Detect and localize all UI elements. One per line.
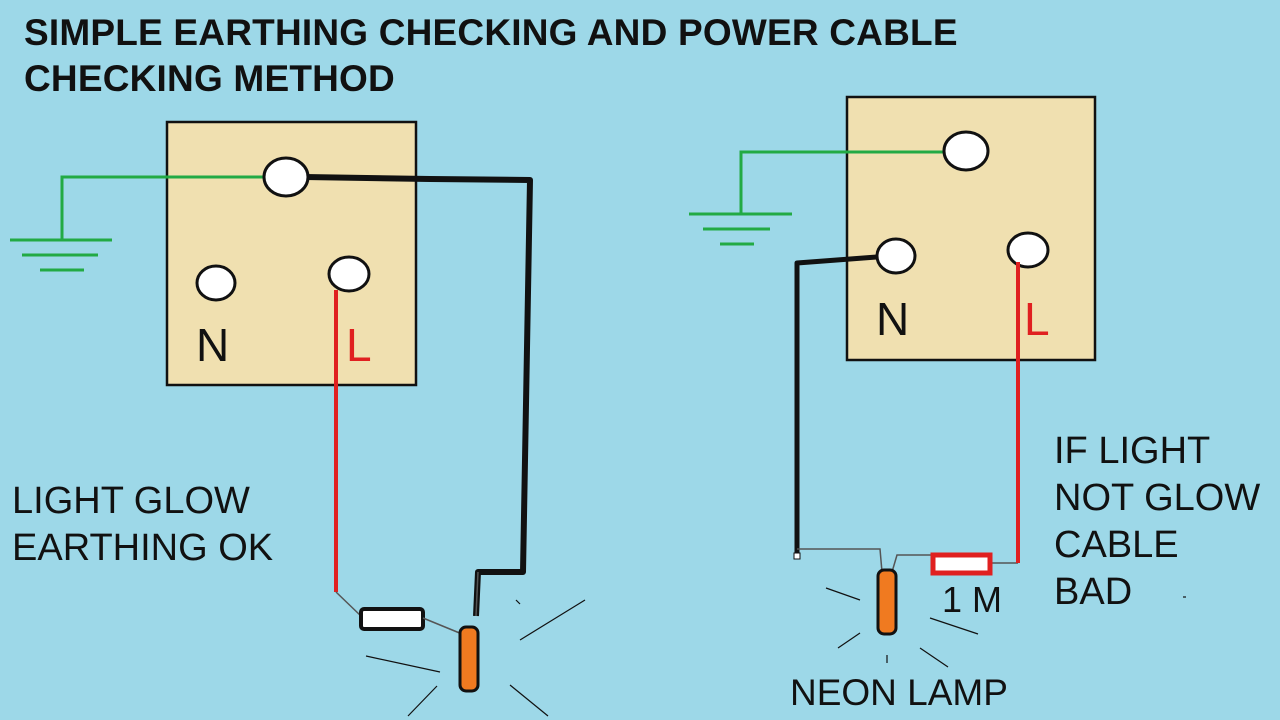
glow-rays-left — [365, 599, 586, 717]
live-label-right: L — [1024, 293, 1050, 345]
resistor-right — [930, 552, 993, 576]
resistor-value-label: 1 M — [942, 579, 1003, 620]
resistor-lead-left — [335, 591, 363, 618]
neon-lamp-right — [876, 568, 898, 636]
caption-right-line-3: CABLE — [1054, 524, 1179, 566]
neutral-wire-right — [794, 253, 891, 556]
earth-pin-left — [262, 156, 310, 198]
resistor-to-lamp-lead-left — [422, 617, 463, 635]
earth-symbol-right — [689, 150, 945, 246]
neon-lamp-label: NEON LAMP — [790, 672, 1008, 713]
caption-left-line-2: EARTHING OK — [12, 527, 274, 569]
lamp-leads-right — [797, 548, 1018, 573]
glow-rays-right — [825, 587, 1186, 668]
title-line-2: CHECKING METHOD — [24, 58, 395, 99]
neutral-label-left: N — [196, 319, 230, 371]
earth-symbol-left — [10, 175, 265, 272]
title-line-1: SIMPLE EARTHING CHECKING AND POWER CABLE — [24, 12, 958, 53]
earth-pin-right — [942, 130, 990, 172]
caption-left-line-1: LIGHT GLOW — [12, 480, 250, 522]
neutral-label-right: N — [876, 293, 910, 345]
live-pin-right — [1006, 231, 1050, 269]
lamp-lead-left — [475, 571, 479, 617]
wire-end-right — [793, 552, 801, 560]
resistor-left — [359, 607, 425, 631]
neutral-pin-left — [195, 264, 237, 302]
caption-right-line-4: BAD — [1054, 571, 1133, 613]
live-label-left: L — [346, 319, 372, 371]
live-pin-left — [327, 255, 371, 293]
page-title: SIMPLE EARTHING CHECKING AND POWER CABLE… — [24, 10, 958, 102]
neutral-pin-right — [875, 237, 917, 275]
caption-right-line-1: IF LIGHT — [1054, 430, 1211, 472]
neon-lamp-left — [458, 625, 480, 693]
caption-right-line-2: NOT GLOW — [1054, 477, 1261, 519]
